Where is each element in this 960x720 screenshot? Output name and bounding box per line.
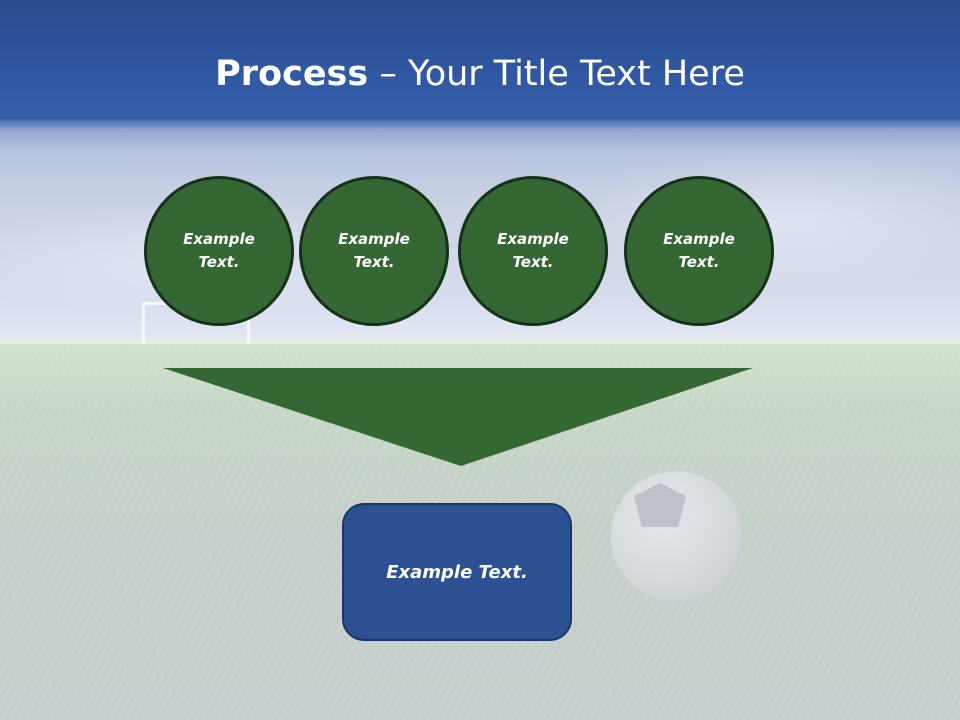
process-step-3[interactable]: Example Text. xyxy=(458,176,608,326)
title-rest: – Your Title Text Here xyxy=(368,54,745,94)
process-step-4[interactable]: Example Text. xyxy=(624,176,774,326)
result-label: Example Text. xyxy=(386,561,528,583)
step-2-line2: Text. xyxy=(353,253,395,271)
step-4-line2: Text. xyxy=(678,253,720,271)
process-step-2[interactable]: Example Text. xyxy=(299,176,449,326)
horizon-line xyxy=(0,340,960,344)
slide-title: Process – Your Title Text Here xyxy=(0,52,960,96)
step-1-line2: Text. xyxy=(198,253,240,271)
result-box[interactable]: Example Text. xyxy=(342,503,572,641)
step-2-line1: Example xyxy=(338,230,410,248)
step-3-line1: Example xyxy=(497,230,569,248)
title-bold: Process xyxy=(215,54,369,94)
soccer-ball-icon xyxy=(611,471,741,601)
step-4-line1: Example xyxy=(663,230,735,248)
process-step-1[interactable]: Example Text. xyxy=(144,176,294,326)
step-1-line1: Example xyxy=(183,230,255,248)
step-3-line2: Text. xyxy=(512,253,554,271)
